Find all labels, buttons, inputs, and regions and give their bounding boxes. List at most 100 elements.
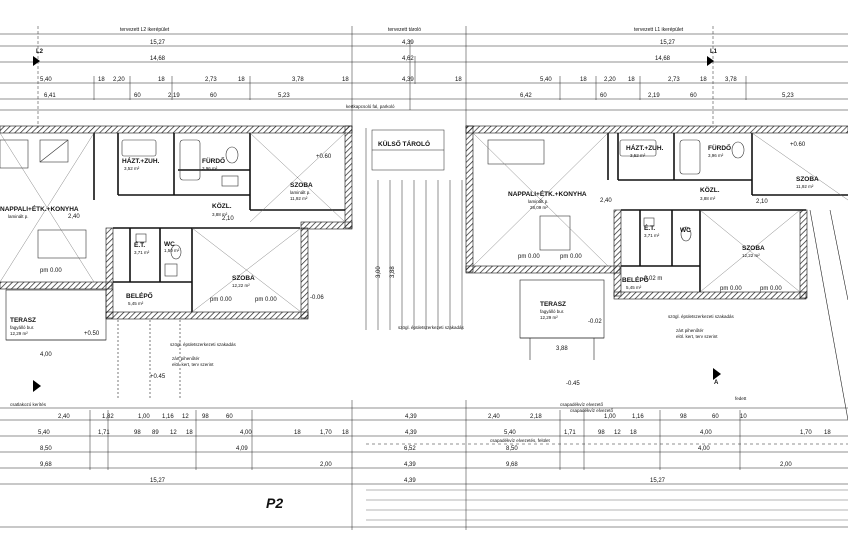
building-l2 xyxy=(0,125,353,400)
l1-room-szoba-top: SZOBA xyxy=(796,176,819,183)
dim-top-r4-5: 6,42 xyxy=(520,93,532,99)
dim-top-r4-7: 2,19 xyxy=(648,93,660,99)
l2-note-terasz: fagyálló bur. xyxy=(10,325,34,330)
dim-bot-r2-3: 89 xyxy=(152,430,159,436)
dim-bot-r3-2: 6,52 xyxy=(404,446,416,452)
dim-bot-r3-4: 4,00 xyxy=(698,446,710,452)
dim-top-r2-1: 4,62 xyxy=(402,56,414,62)
dim-bot-r5-0: 15,27 xyxy=(150,478,166,484)
dim-bot-r1-0: 2,40 xyxy=(58,414,70,420)
dim-top-r3-4: 2,73 xyxy=(205,77,217,83)
dim-bot-r4-2: 4,39 xyxy=(404,462,416,468)
dim-bot-r2-10: 4,39 xyxy=(405,430,417,436)
header-right: tervezett L1 ikerépület xyxy=(634,27,684,33)
dim-bot-r1-3: 1,16 xyxy=(162,414,174,420)
header-mid: tervezett tároló xyxy=(388,27,421,33)
l2-note-n3: elöl. kert, terv szerint xyxy=(172,362,214,367)
dim-bot-r6-0: 4,39 xyxy=(404,478,416,484)
l2-area-wc: 1,50 m² xyxy=(164,248,180,253)
l2-area-haztart: 3,52 m² xyxy=(124,166,140,171)
l2-room-wc: WC xyxy=(164,241,175,248)
bottom-note-n4: csapadékvíz elvezető xyxy=(560,402,604,407)
l1-area-belepo: 5,45 m² xyxy=(626,285,642,290)
dim-top-r3-3: 18 xyxy=(158,77,165,83)
l1-note-n3: elöl. kert, terv szerint xyxy=(676,334,718,339)
sheet-label: P2 xyxy=(266,495,283,511)
dim-top-r1-1: 4,39 xyxy=(402,40,414,46)
axis-label-l2: L2 xyxy=(36,49,44,55)
dim-bot-r1-10: 1,00 xyxy=(604,414,616,420)
l2-note-nappali: laminált p. xyxy=(8,214,29,219)
dim-top-r4-4: 5,23 xyxy=(278,93,290,99)
l2-area-szoba-bot: 12,22 m² xyxy=(232,283,250,288)
l2-level-m006: -0.06 xyxy=(310,295,324,301)
l1-note-n6: fedett xyxy=(735,396,747,401)
dim-top-r2-2: 14,68 xyxy=(655,56,671,62)
dim-top-r3-9: 18 xyxy=(455,77,462,83)
dim-bot-r2-18: 18 xyxy=(824,430,831,436)
dim-bot-r1-4: 12 xyxy=(182,414,189,420)
l1-room-nappali: NAPPALI+ÉTK.+KONYHA xyxy=(508,189,587,198)
l2-level-p060: +0.60 xyxy=(316,154,332,160)
dim-bot-r4-0: 9,68 xyxy=(40,462,52,468)
dim-top-r3-2: 2,20 xyxy=(113,77,125,83)
mid-dim-vert-1: 3,88 xyxy=(390,266,396,278)
l2-area-belepo: 5,45 m² xyxy=(128,301,144,306)
mid-dim-vert-2: 3,00 xyxy=(376,266,382,278)
dim-bot-r3-3: 8,50 xyxy=(506,446,518,452)
dim-top-r3-16: 3,78 xyxy=(725,77,737,83)
l2-level-pm0c: pm 0.00 xyxy=(255,297,277,303)
dim-bot-r1-2: 1,00 xyxy=(138,414,150,420)
mid-note-n1: szögl. épületszerkezeti szakadás xyxy=(398,325,465,330)
dim-top-r4-2: 2,19 xyxy=(168,93,180,99)
bottom-dimension-texts: 2,40 1,82 1,00 1,16 12 98 60 4,39 2,40 2… xyxy=(10,402,831,484)
l2-area-et: 3,71 m² xyxy=(134,250,150,255)
dim-top-r2-0: 14,68 xyxy=(150,56,166,62)
l1-area-et: 3,71 m² xyxy=(644,233,660,238)
storage-label: KÜLSŐ TÁROLÓ xyxy=(378,139,430,148)
l1-area-furdo: 3,96 m² xyxy=(708,153,724,158)
l1-area-terasz: 12,29 m² xyxy=(540,315,558,320)
axis-marker-bottom-left xyxy=(33,380,41,392)
building-l1 xyxy=(465,125,848,421)
l1-level-m045: -0.45 xyxy=(566,381,580,387)
dim-bot-r3-1: 4,09 xyxy=(236,446,248,452)
l2-room-labels: NAPPALI+ÉTK.+KONYHA laminált p. HÁZT.+ZU… xyxy=(0,154,332,380)
dim-bot-r2-15: 18 xyxy=(630,430,637,436)
dim-bot-r4-3: 9,68 xyxy=(506,462,518,468)
dim-bot-r2-11: 5,40 xyxy=(504,430,516,436)
dim-top-r4-0: 6,41 xyxy=(44,93,56,99)
l1-area-nappali: 28,09 m² xyxy=(530,205,548,210)
bottom-hatch-strip xyxy=(366,489,848,521)
dim-bot-r1-13: 60 xyxy=(712,414,719,420)
dim-top-r3-14: 2,73 xyxy=(668,77,680,83)
dim-top-r3-5: 18 xyxy=(238,77,245,83)
l1-room-haztart: HÁZT.+ZUH. xyxy=(626,143,664,152)
dim-top-r1-0: 15,27 xyxy=(150,40,166,46)
dim-top-r4-9: 5,23 xyxy=(782,93,794,99)
l1-dim-210: 2,10 xyxy=(756,199,768,205)
dim-bot-r2-9: 18 xyxy=(342,430,349,436)
l1-room-labels: NAPPALI+ÉTK.+KONYHA laminált p. 28,09 m²… xyxy=(508,142,819,413)
dim-top-r3-11: 18 xyxy=(580,77,587,83)
axis-label-a: A xyxy=(714,380,719,386)
dim-top-r3-13: 18 xyxy=(628,77,635,83)
l1-room-kozl: KÖZL. xyxy=(700,185,720,194)
dim-top-r3-6: 3,78 xyxy=(292,77,304,83)
dim-bot-r2-0: 5,40 xyxy=(38,430,50,436)
l1-level-pm0b: pm 0.00 xyxy=(560,254,582,260)
bottom-dimension-lines xyxy=(0,400,848,530)
dim-top-r1-2: 15,27 xyxy=(660,40,676,46)
l1-level-p056: +0.60 xyxy=(790,142,806,148)
dim-top-r4-3: 60 xyxy=(210,93,217,99)
dim-bot-r2-12: 1,71 xyxy=(564,430,576,436)
l2-room-et: É.T. xyxy=(134,240,145,249)
top-dimension-texts: tervezett L2 ikerépület tervezett tároló… xyxy=(36,27,794,99)
l1-dim-240: 2,40 xyxy=(600,198,612,204)
l1-area-kozl: 3,88 m² xyxy=(700,196,716,201)
dim-top-r4-6: 60 xyxy=(600,93,607,99)
l2-note-n2: zárt pihenőtér xyxy=(172,356,200,361)
dim-bot-r2-7: 18 xyxy=(294,430,301,436)
dim-bot-r2-4: 12 xyxy=(170,430,177,436)
